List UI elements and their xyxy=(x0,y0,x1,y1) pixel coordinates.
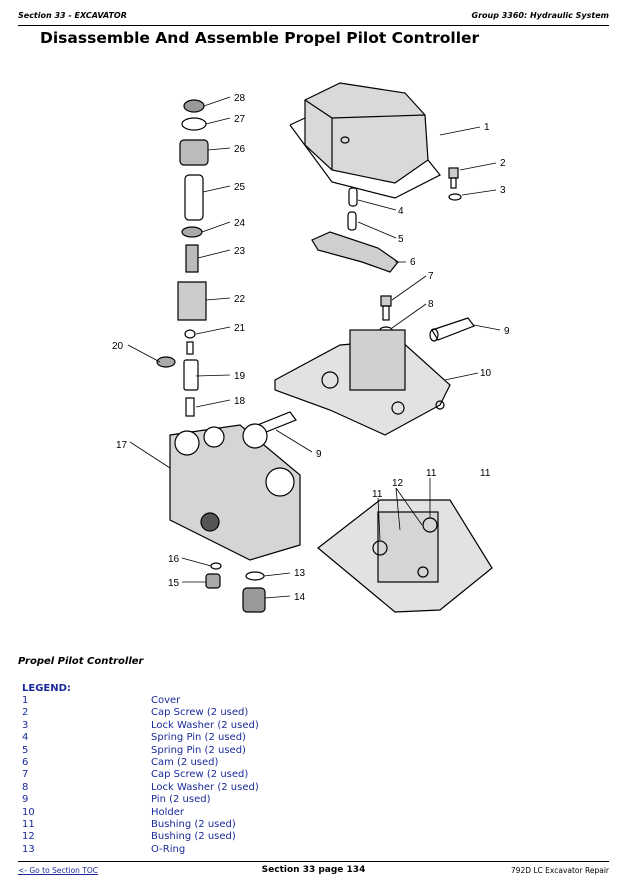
callout-14: 14 xyxy=(294,592,306,603)
legend-desc: Spring Pin (2 used) xyxy=(151,744,246,756)
figure-caption: Propel Pilot Controller xyxy=(18,656,144,667)
oring-13-part xyxy=(245,571,265,581)
left-parts-stack xyxy=(156,99,209,417)
header-section: Section 33 - EXCAVATOR xyxy=(18,11,127,20)
callout-4: 4 xyxy=(398,206,404,217)
legend-num: 3 xyxy=(22,719,29,731)
callout-21: 21 xyxy=(234,323,246,334)
cap-screw-2-part xyxy=(448,167,462,201)
body-part xyxy=(169,423,301,561)
callout-labels: 1 2 3 4 5 6 7 8 9 10 11 12 13 14 15 16 1… xyxy=(112,93,510,603)
legend-item: 10 Holder xyxy=(22,807,282,819)
part-16 xyxy=(210,562,222,570)
legend-item: 8 Lock Washer (2 used) xyxy=(22,782,282,794)
callout-1: 1 xyxy=(484,122,490,133)
header-group: Group 3360: Hydraulic System xyxy=(471,11,609,20)
legend-num: 10 xyxy=(22,806,35,818)
footer-divider xyxy=(18,861,609,862)
callout-24: 24 xyxy=(234,218,246,229)
callout-15: 15 xyxy=(168,578,180,589)
callout-5: 5 xyxy=(398,234,404,245)
legend-desc: Cap Screw (2 used) xyxy=(151,769,249,781)
document-name: 792D LC Excavator Repair xyxy=(510,866,609,875)
callout-3: 3 xyxy=(500,185,506,196)
callout-13: 13 xyxy=(294,568,306,579)
callout-6: 6 xyxy=(410,257,416,268)
callout-7: 7 xyxy=(428,271,434,282)
callout-17: 17 xyxy=(116,440,128,451)
legend-item: 2 Cap Screw (2 used) xyxy=(22,707,282,719)
callout-19: 19 xyxy=(234,371,246,382)
callout-27: 27 xyxy=(234,114,246,125)
callout-26: 26 xyxy=(234,144,246,155)
legend-num: 1 xyxy=(22,695,29,706)
header-divider xyxy=(18,25,609,26)
callout-9: 9 xyxy=(504,326,510,337)
legend-desc: Spring Pin (2 used) xyxy=(151,732,246,744)
callout-11: 11 xyxy=(480,468,491,479)
legend-item: 13 O-Ring xyxy=(22,844,282,856)
exploded-parts-diagram: 1 2 3 4 5 6 7 8 9 10 11 12 13 14 15 16 1… xyxy=(112,82,510,613)
callout-11-right: 11 xyxy=(426,468,437,479)
legend-num: 13 xyxy=(22,843,35,855)
callout-8: 8 xyxy=(428,299,434,310)
spring-pin-5-part xyxy=(347,211,357,231)
legend-desc: O-Ring xyxy=(151,843,186,855)
legend-num: 5 xyxy=(22,744,29,756)
leader-lines xyxy=(127,96,501,599)
legend-desc: Bushing (2 used) xyxy=(151,818,236,830)
legend-desc: Lock Washer (2 used) xyxy=(151,719,259,731)
callout-9-lower: 9 xyxy=(316,449,322,460)
callout-22: 22 xyxy=(234,294,246,305)
legend-num: 11 xyxy=(22,818,35,830)
legend-item: 5 Spring Pin (2 used) xyxy=(22,745,282,757)
legend-num: 7 xyxy=(22,769,29,781)
callout-23: 23 xyxy=(234,246,246,257)
callout-16: 16 xyxy=(168,554,180,565)
holder-detail-part xyxy=(317,499,493,613)
callout-18: 18 xyxy=(234,396,246,407)
page-number: Section 33 page 134 xyxy=(261,865,366,875)
legend-desc: Cover xyxy=(151,695,181,706)
callout-28: 28 xyxy=(234,93,246,104)
legend-desc: Holder xyxy=(151,806,185,818)
legend-title: LEGEND: xyxy=(22,683,71,694)
legend-item: 11 Bushing (2 used) xyxy=(22,819,282,831)
part-14 xyxy=(242,587,266,613)
legend-num: 12 xyxy=(22,831,35,843)
page-title: Disassemble And Assemble Propel Pilot Co… xyxy=(40,29,480,47)
legend-desc: Cam (2 used) xyxy=(151,756,219,768)
legend-num: 4 xyxy=(22,732,29,744)
legend-num: 9 xyxy=(22,794,29,806)
legend-desc: Lock Washer (2 used) xyxy=(151,781,259,793)
legend-item: 7 Cap Screw (2 used) xyxy=(22,769,282,781)
cap-screw-7-part xyxy=(379,295,393,334)
legend-desc: Cap Screw (2 used) xyxy=(151,707,249,719)
callout-12: 12 xyxy=(392,478,404,489)
legend-num: 8 xyxy=(22,781,29,793)
callout-2: 2 xyxy=(500,158,506,169)
pin-9-upper-part xyxy=(431,317,475,341)
legend-item: 9 Pin (2 used) xyxy=(22,794,282,806)
legend-item: 3 Lock Washer (2 used) xyxy=(22,720,282,732)
legend-num: 6 xyxy=(22,756,29,768)
callout-25: 25 xyxy=(234,182,246,193)
spring-pin-4-part xyxy=(348,187,358,207)
callout-10: 10 xyxy=(480,368,492,379)
legend-item: 6 Cam (2 used) xyxy=(22,757,282,769)
legend-item: 12 Bushing (2 used) xyxy=(22,831,282,843)
go-to-toc-link[interactable]: <- Go to Section TOC xyxy=(18,866,99,875)
legend-num: 2 xyxy=(22,707,29,719)
legend-item: 1 Cover xyxy=(22,695,282,707)
part-15 xyxy=(205,573,221,589)
cam-part xyxy=(311,231,399,273)
cover-part xyxy=(289,82,441,199)
legend-desc: Bushing (2 used) xyxy=(151,831,236,843)
legend-item: 4 Spring Pin (2 used) xyxy=(22,732,282,744)
holder-part xyxy=(274,329,451,436)
callout-11-left: 11 xyxy=(372,489,383,500)
legend-desc: Pin (2 used) xyxy=(151,794,211,806)
callout-20: 20 xyxy=(112,341,124,352)
